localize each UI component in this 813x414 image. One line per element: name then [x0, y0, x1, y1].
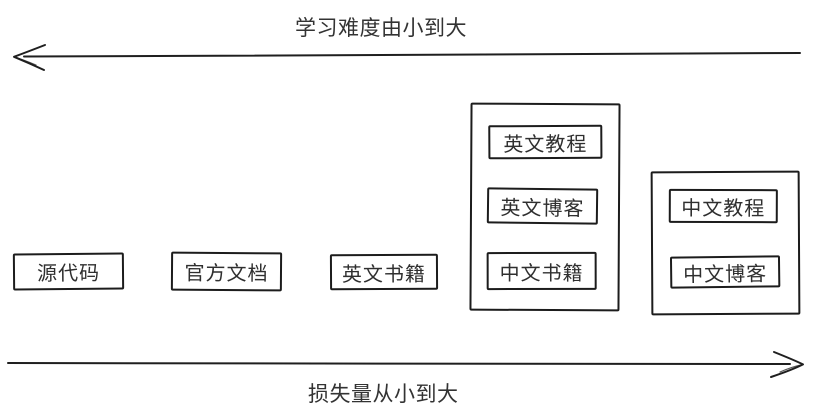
- left-arrow: [13, 44, 801, 71]
- right-arrow: [7, 351, 804, 378]
- top-axis-label: 学习难度由小到大: [295, 17, 467, 40]
- box-english-blogs: 英文博客: [486, 187, 599, 225]
- box-chinese-tutorials: 中文教程: [668, 188, 778, 224]
- box-source-code: 源代码: [12, 252, 125, 291]
- box-english-tutorials: 英文教程: [488, 124, 603, 160]
- box-chinese-books: 中文书籍: [486, 251, 597, 291]
- group-english-resources: 英文教程 英文博客 中文书籍: [469, 102, 621, 312]
- box-official-docs: 官方文档: [170, 251, 283, 292]
- bottom-axis-label: 损失量从小到大: [308, 383, 459, 406]
- box-english-books: 英文书籍: [329, 253, 439, 291]
- group-chinese-resources: 中文教程 中文博客: [650, 170, 801, 316]
- box-chinese-blogs: 中文博客: [669, 255, 781, 289]
